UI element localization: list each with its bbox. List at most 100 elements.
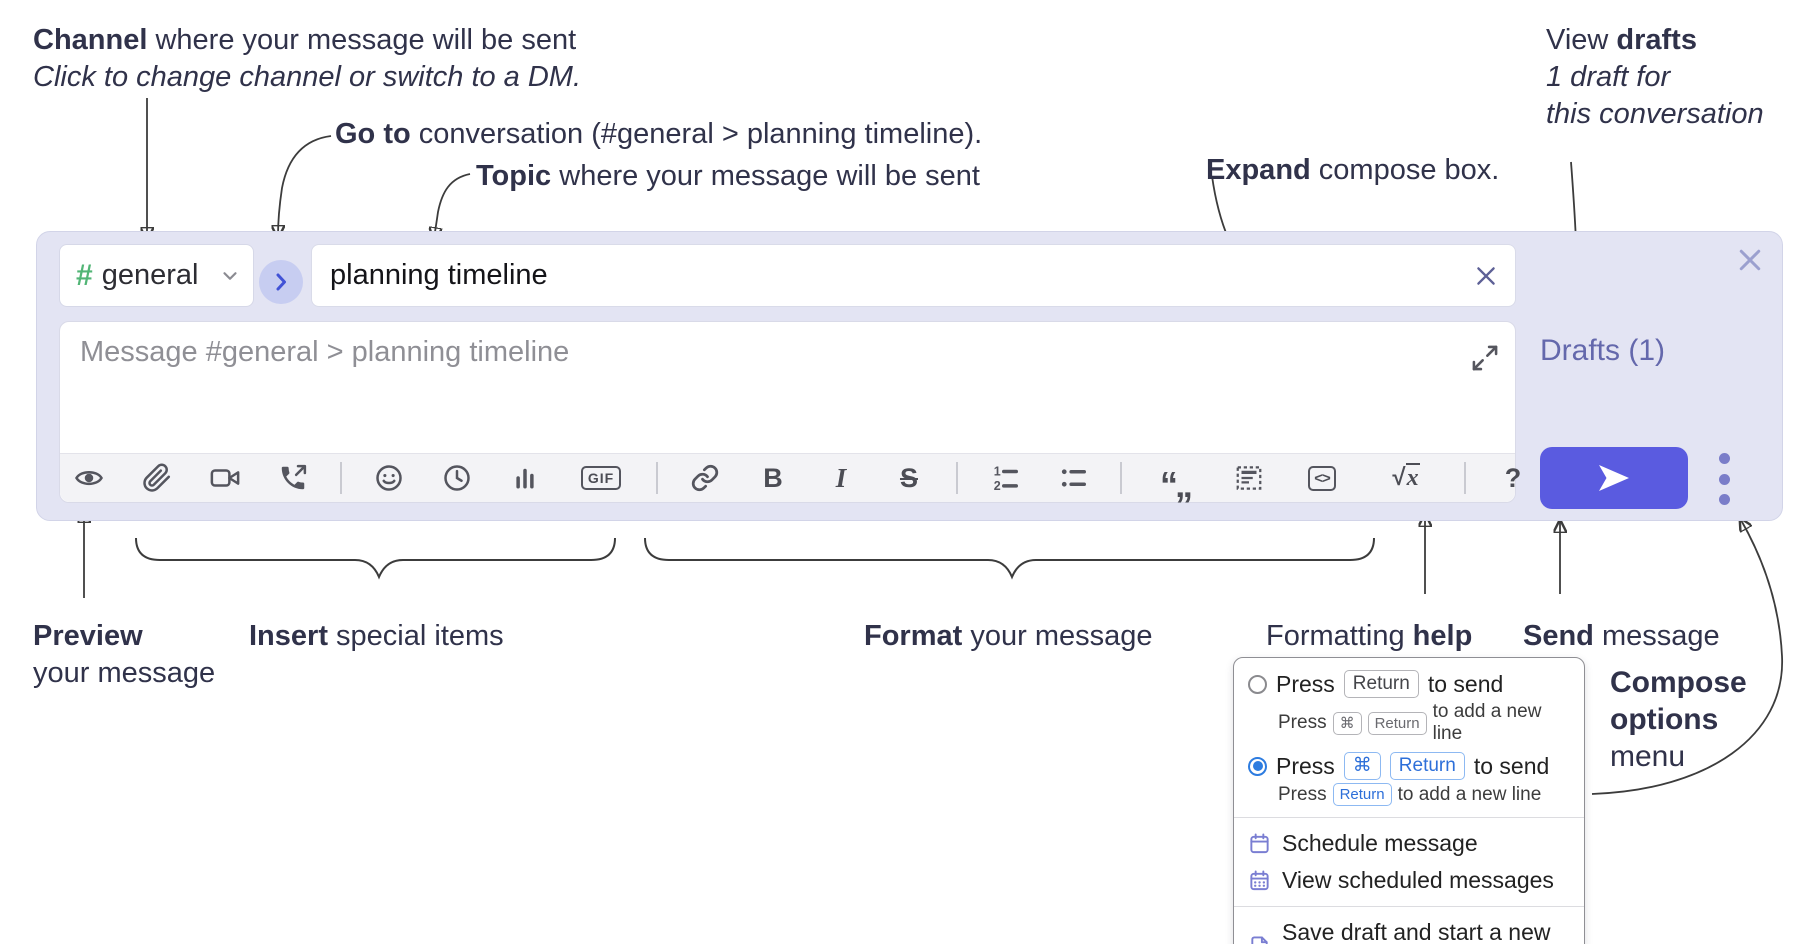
svg-text:2: 2	[994, 479, 1001, 493]
compose-options-menu-button[interactable]	[1713, 453, 1735, 505]
radio-unselected[interactable]	[1248, 674, 1267, 694]
preview-annotation: Preview your message	[33, 618, 215, 692]
cmd-key: ⌘	[1332, 711, 1362, 735]
poll-icon[interactable]	[510, 463, 540, 493]
attach-file-icon[interactable]	[142, 463, 172, 493]
view-drafts-annotation: View drafts 1 draft for this conversatio…	[1546, 22, 1764, 133]
formatting-help-bold: help	[1412, 620, 1473, 652]
topic-annotation: Topic where your message will be sent	[476, 158, 980, 195]
compose-options-bold1: Compose	[1610, 666, 1747, 699]
compose-options-annotation: Compose options menu	[1610, 664, 1747, 775]
voice-call-icon[interactable]	[278, 463, 308, 493]
expand-annotation: Expand compose box.	[1206, 152, 1499, 189]
return-key: Return	[1389, 752, 1465, 780]
toolbar-divider	[1464, 462, 1466, 494]
insert-annotation-rest: special items	[327, 620, 504, 652]
expand-annotation-bold: Expand	[1206, 154, 1311, 186]
gif-icon[interactable]: GIF	[578, 463, 624, 493]
calendar-grid-icon	[1250, 870, 1269, 891]
svg-text:1: 1	[994, 465, 1001, 479]
view-scheduled-label: View scheduled messages	[1282, 867, 1554, 893]
return-key: Return	[1332, 783, 1392, 806]
goto-annotation: Go to conversation (#general > planning …	[335, 116, 982, 153]
format-annotation-bold: Format	[864, 620, 963, 652]
emoji-icon[interactable]	[374, 463, 404, 493]
formatting-help-regular: Formatting	[1266, 620, 1413, 652]
bulleted-list-icon[interactable]	[1058, 463, 1088, 493]
topic-annotation-rest: where your message will be sent	[551, 160, 980, 192]
close-icon	[1477, 266, 1495, 285]
send-annotation-bold: Send	[1523, 620, 1594, 652]
view-drafts-regular: View	[1546, 24, 1617, 56]
insert-annotation: Insert special items	[249, 618, 504, 655]
toolbar-divider	[1120, 462, 1122, 494]
topic-annotation-bold: Topic	[476, 160, 552, 192]
go-to-conversation-button[interactable]	[259, 260, 303, 304]
chevron-down-icon	[223, 271, 237, 280]
link-icon[interactable]	[690, 463, 720, 493]
spoiler-icon[interactable]	[1234, 463, 1264, 493]
compose-options-bold2: options	[1610, 703, 1719, 736]
code-icon[interactable]: <>	[1302, 463, 1342, 493]
schedule-message-label: Schedule message	[1282, 830, 1478, 856]
view-scheduled-messages-item[interactable]: View scheduled messages	[1234, 862, 1584, 899]
view-drafts-bold: drafts	[1616, 24, 1697, 56]
preview-annotation-line2: your message	[33, 657, 216, 689]
cmd-enter-to-send-option[interactable]: Press ⌘ Return to send Press Return to a…	[1234, 749, 1584, 810]
preview-icon[interactable]	[74, 463, 104, 493]
formatting-help-annotation: Formatting help	[1266, 618, 1472, 655]
strikethrough-icon[interactable]: S	[899, 462, 918, 493]
menu-divider	[1234, 906, 1584, 907]
radio-selected[interactable]	[1248, 756, 1267, 776]
schedule-message-item[interactable]: Schedule message	[1234, 825, 1584, 862]
expand-annotation-rest: compose box.	[1310, 154, 1500, 186]
insert-annotation-bold: Insert	[249, 620, 328, 652]
math-icon[interactable]: √x	[1392, 463, 1420, 491]
toolbar-divider	[340, 462, 342, 494]
draft-document-icon	[1251, 935, 1268, 944]
return-key: Return	[1343, 670, 1419, 698]
insert-brace	[135, 537, 616, 580]
send-button[interactable]	[1540, 447, 1688, 509]
global-time-icon[interactable]	[442, 463, 472, 493]
format-annotation-rest: your message	[962, 620, 1153, 652]
cmd-key: ⌘	[1343, 752, 1381, 780]
quote-icon[interactable]: “„	[1160, 464, 1193, 505]
expand-compose-icon[interactable]	[1471, 344, 1499, 372]
drafts-link[interactable]: Drafts (1)	[1540, 334, 1666, 367]
goto-connector-curve	[278, 135, 332, 236]
message-placeholder: Message #general > planning timeline	[80, 336, 570, 368]
close-compose-button[interactable]	[1734, 244, 1766, 276]
channel-selector-button[interactable]: # general	[59, 244, 254, 307]
topic-input[interactable]: planning timeline	[311, 244, 1516, 307]
chevron-right-icon	[276, 273, 286, 291]
send-annotation: Send message	[1523, 618, 1720, 655]
channel-annotation-line2: Click to change channel or switch to a D…	[33, 61, 582, 93]
menu-divider	[1234, 817, 1584, 818]
format-brace	[644, 537, 1375, 580]
preview-annotation-bold: Preview	[33, 620, 143, 652]
video-call-icon[interactable]	[210, 463, 240, 493]
italic-icon[interactable]: I	[835, 462, 847, 493]
channel-annotation-bold: Channel	[33, 24, 148, 56]
clear-topic-button[interactable]	[1473, 263, 1499, 289]
format-annotation: Format your message	[864, 618, 1153, 655]
view-drafts-line2: 1 draft for	[1546, 61, 1671, 93]
compose-box: # general planning timeline Message #gen…	[36, 231, 1783, 521]
formatting-help-icon[interactable]: ?	[1504, 462, 1522, 493]
message-textarea[interactable]: Message #general > planning timeline	[60, 322, 1515, 453]
return-key: Return	[1367, 711, 1427, 735]
send-annotation-rest: message	[1593, 620, 1720, 652]
goto-annotation-rest: conversation (#general > planning timeli…	[410, 118, 983, 150]
toolbar-divider	[656, 462, 658, 494]
topic-value: planning timeline	[330, 259, 548, 291]
save-draft-item[interactable]: Save draft and start a new message	[1234, 914, 1584, 944]
channel-annotation-rest: where your message will be sent	[147, 24, 577, 56]
topic-connector-curve	[434, 173, 471, 238]
bold-icon[interactable]: B	[763, 462, 783, 493]
message-box: Message #general > planning timeline	[59, 321, 1521, 505]
compose-options-line3: menu	[1610, 740, 1686, 773]
enter-to-send-option[interactable]: Press Return to send Press ⌘ Return to a…	[1234, 667, 1584, 749]
